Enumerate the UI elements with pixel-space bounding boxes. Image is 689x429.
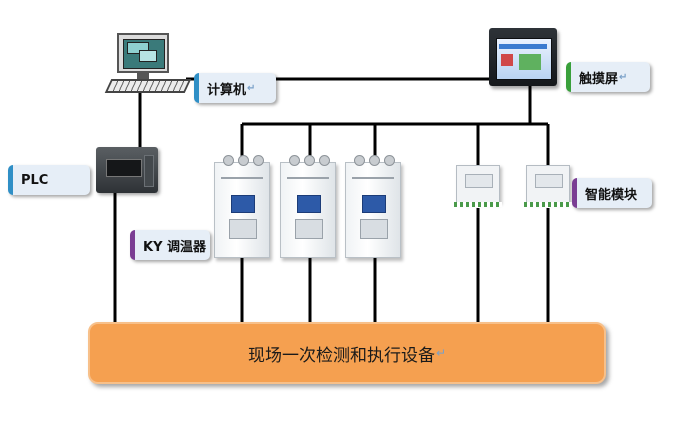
plc-icon xyxy=(96,147,158,193)
computer-monitor xyxy=(117,33,169,73)
ky-regulator-unit-2 xyxy=(280,155,336,258)
plc-label: PLC xyxy=(8,165,90,195)
field-equipment-box: 现场一次检测和执行设备↵ xyxy=(88,322,606,384)
smart-module-label: 智能模块 xyxy=(572,178,652,208)
computer-stand xyxy=(137,73,149,79)
ky-regulator-label: KY 调温器 xyxy=(130,230,210,260)
smart-module-unit-1 xyxy=(454,165,502,207)
smart-module-unit-2 xyxy=(524,165,572,207)
touch-screen-label: 触摸屏↵ xyxy=(566,62,650,92)
computer-keyboard xyxy=(104,79,192,93)
computer-label: 计算机↵ xyxy=(194,73,276,103)
ky-regulator-unit-1 xyxy=(214,155,270,258)
ky-regulator-unit-3 xyxy=(345,155,401,258)
field-equipment-label: 现场一次检测和执行设备 xyxy=(247,345,435,366)
touch-screen-icon xyxy=(489,28,557,86)
